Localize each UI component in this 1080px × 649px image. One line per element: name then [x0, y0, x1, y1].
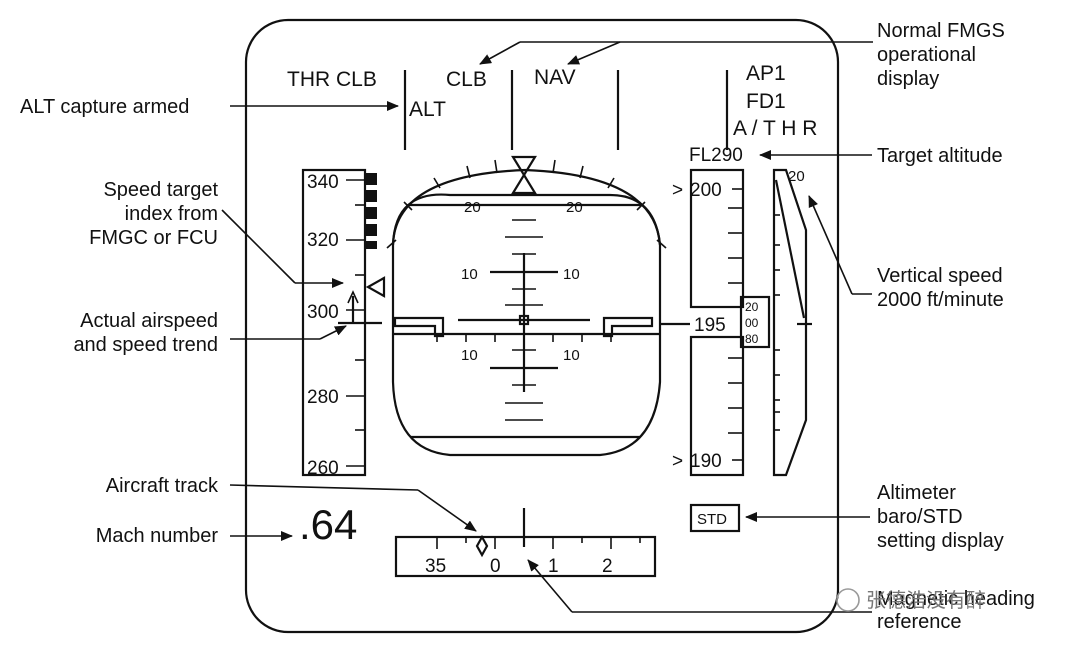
pitch-label-10-up-right: 10: [563, 266, 580, 283]
vsi-needle: [774, 179, 806, 319]
label-normal-fmgs-3: display: [877, 68, 939, 90]
aircraft-center-symbol: [518, 314, 530, 326]
speed-label-300: 300: [307, 302, 339, 323]
watermark: 张德浩没有醉: [836, 588, 986, 612]
track-diamond: [475, 534, 489, 558]
label-alt-capture-armed: ALT capture armed: [20, 96, 189, 118]
speed-tape: 340 320 300 280 260: [301, 168, 386, 479]
label-altimeter-2: baro/STD: [877, 506, 963, 528]
label-speed-target-3: FMGC or FCU: [89, 227, 218, 249]
pitch-label-10-up-left: 10: [461, 266, 478, 283]
label-target-altitude: Target altitude: [877, 145, 1003, 167]
heading-label-35: 35: [425, 556, 446, 577]
pfd-bezel: [244, 18, 840, 634]
sideslip-index: [511, 172, 537, 195]
flight-mode-annunciator: THR CLB CLB ALT NAV AP1 FD1 A / T H R: [287, 62, 817, 140]
fma-alt-armed: ALT: [409, 98, 446, 121]
fma-ap1: AP1: [746, 62, 786, 85]
speed-label-260: 260: [307, 458, 339, 479]
alt-drum-00: 00: [745, 316, 759, 330]
fma-separators: [403, 70, 729, 150]
target-altitude-fl290: FL290: [689, 145, 743, 166]
vsi-scale: [772, 168, 808, 477]
speed-label-280: 280: [307, 387, 339, 408]
wechat-icon: [836, 588, 860, 612]
aircraft-symbol-left: [393, 316, 445, 338]
aircraft-symbol-right: [602, 316, 654, 338]
roll-index: [511, 155, 537, 178]
altitude-tape-upper: [689, 168, 745, 309]
annotations-right: Normal FMGS operational display Target a…: [479, 20, 1035, 633]
fma-thr-clb: THR CLB: [287, 68, 377, 91]
alt-lower-marker: >: [672, 451, 683, 472]
vsi-label-20: 20: [788, 168, 805, 185]
attitude-indicator: 20 20 10 10 10 10: [386, 155, 667, 457]
heading-label-1: 1: [548, 556, 559, 577]
label-altimeter-3: setting display: [877, 530, 1004, 552]
fma-clb: CLB: [446, 68, 487, 91]
vertical-speed-indicator: 20: [772, 168, 812, 477]
fma-fd1: FD1: [746, 90, 786, 113]
watermark-text: 张德浩没有醉: [866, 588, 986, 612]
label-actual-airspeed-1: Actual airspeed: [80, 310, 218, 332]
attitude-sphere: [391, 193, 662, 457]
label-heading-ref-1: Magnetic heading: [877, 588, 1035, 610]
speed-label-320: 320: [307, 230, 339, 251]
label-mach-number: Mach number: [96, 525, 219, 547]
alt-drum-80: 80: [745, 332, 759, 346]
fma-nav: NAV: [534, 66, 576, 89]
label-heading-ref-2: reference: [877, 611, 962, 633]
label-normal-fmgs-2: operational: [877, 44, 976, 66]
label-vertical-speed-2: 2000 ft/minute: [877, 289, 1004, 311]
heading-label-0: 0: [490, 556, 501, 577]
alt-label-200: 200: [690, 180, 722, 201]
speed-target-index: [365, 276, 386, 298]
alt-label-190: 190: [690, 451, 722, 472]
baro-std-box: [689, 503, 741, 533]
speed-label-340: 340: [307, 172, 339, 193]
alt-upper-marker: >: [672, 180, 683, 201]
pitch-label-10-down-left: 10: [461, 347, 478, 364]
label-normal-fmgs-1: Normal FMGS: [877, 20, 1005, 42]
annotations-left: ALT capture armed Speed target index fro…: [20, 96, 477, 547]
label-altimeter-1: Altimeter: [877, 482, 956, 504]
label-vertical-speed-1: Vertical speed: [877, 265, 1003, 287]
heading-label-2: 2: [602, 556, 613, 577]
heading-tape-frame: [394, 535, 657, 578]
label-actual-airspeed-2: and speed trend: [73, 334, 218, 356]
baro-std-label: STD: [697, 511, 727, 528]
alt-current-195: 195: [694, 315, 726, 336]
altitude-tape-lower: [689, 335, 745, 477]
label-speed-target-2: index from: [125, 203, 218, 225]
alt-drum-20: 20: [745, 300, 759, 314]
fma-athr: A / T H R: [733, 117, 817, 140]
roll-scale: [391, 168, 662, 246]
label-aircraft-track: Aircraft track: [106, 475, 219, 497]
heading-scale: 35 0 1 2: [394, 508, 657, 578]
pitch-label-20-left: 20: [464, 199, 481, 216]
label-speed-target-1: Speed target: [103, 179, 218, 201]
pitch-label-20-right: 20: [566, 199, 583, 216]
mach-number-readout: .64: [299, 501, 357, 548]
altitude-drum-window: [739, 295, 771, 349]
altitude-tape: FL290 > 200 > 190 195 20 00 80 STD: [660, 145, 771, 533]
pitch-label-10-down-right: 10: [563, 347, 580, 364]
